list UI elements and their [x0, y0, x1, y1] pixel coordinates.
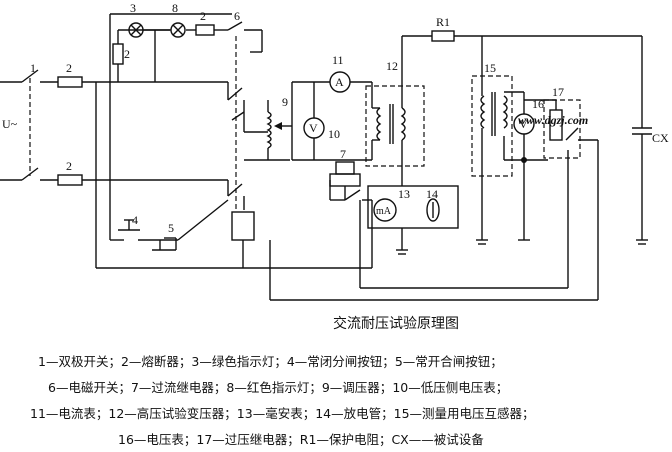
- label-6: 6: [234, 9, 240, 23]
- overcurrent-relay: [329, 161, 373, 222]
- label-9: 9: [282, 95, 288, 109]
- fuse-control-top: [195, 24, 215, 36]
- label-11: 11: [332, 53, 344, 67]
- red-indicator-lamp: [155, 22, 186, 38]
- label-13: 13: [398, 187, 410, 201]
- label-2-d: 2: [200, 9, 206, 23]
- label-4: 4: [132, 213, 138, 227]
- high-voltage-test-transformer: [365, 36, 425, 180]
- voltmeter-16-symbol: V: [519, 117, 528, 131]
- fuse-control-left: [112, 43, 124, 65]
- label-17: 17: [552, 85, 564, 99]
- low-side-voltmeter: [292, 82, 372, 161]
- voltmeter-symbol: V: [309, 121, 318, 135]
- label-5: 5: [168, 221, 174, 235]
- voltage-regulator: [266, 81, 330, 160]
- label-3: 3: [130, 1, 136, 15]
- electromagnetic-switch: [227, 36, 290, 212]
- label-2-a: 2: [66, 61, 72, 75]
- label-16: 16: [532, 97, 544, 111]
- label-8: 8: [172, 1, 178, 15]
- electromagnetic-coil: [231, 211, 255, 268]
- voltmeter-16: [513, 92, 535, 241]
- figure-title: 交流耐压试验原理图: [333, 316, 459, 332]
- measuring-voltage-transformer: [471, 36, 548, 245]
- ac-withstand-voltage-schematic: 1 2 2 2 2 3 8 6 4 5 9 10 11 12 7 13 14 1…: [0, 1, 669, 301]
- fuse-main-lower: [57, 174, 83, 186]
- label-1: 1: [30, 61, 36, 75]
- button-normally-closed: [109, 180, 178, 241]
- caption: 交流耐压试验原理图: [0, 313, 672, 333]
- label-15: 15: [484, 61, 496, 75]
- label-7: 7: [340, 147, 346, 161]
- label-r1: R1: [436, 15, 450, 29]
- protective-resistor-r1: [402, 30, 642, 42]
- label-supply-voltage: U~: [2, 117, 18, 131]
- legend-line-2: 6—电磁开关；7—过流继电器；8—红色指示灯；9—调压器；10—低压侧电压表；: [48, 380, 509, 395]
- milliammeter: [367, 180, 459, 255]
- return-lines: [269, 200, 598, 301]
- label-12: 12: [386, 59, 398, 73]
- label-cx: CX: [652, 131, 669, 145]
- label-14: 14: [426, 187, 438, 201]
- label-2-b: 2: [66, 159, 72, 173]
- legend-line-4: 16—电压表；17—过压继电器；R1—保护电阻；CX——被试设备: [118, 432, 484, 447]
- fuse-main-upper: [57, 76, 83, 88]
- milliammeter-symbol: mA: [376, 206, 392, 217]
- legend-line-3: 11—电流表；12—高压试验变压器；13—毫安表；14—放电管；15—测量用电压…: [30, 406, 535, 421]
- supply-lines: [0, 69, 228, 181]
- legend-line-1: 1—双极开关；2—熔断器；3—绿色指示灯；4—常闭分闸按钮；5—常开合闸按钮；: [38, 354, 503, 369]
- test-object-cx: [632, 36, 652, 245]
- discharge-tube: [426, 198, 440, 222]
- overvoltage-relay: [524, 99, 599, 300]
- button-normally-open: [152, 199, 229, 251]
- ammeter-symbol: A: [335, 75, 344, 89]
- watermark: www.dgzj.com: [518, 113, 588, 127]
- label-10: 10: [328, 127, 340, 141]
- label-2-c: 2: [124, 47, 130, 61]
- green-indicator-lamp: [128, 22, 155, 38]
